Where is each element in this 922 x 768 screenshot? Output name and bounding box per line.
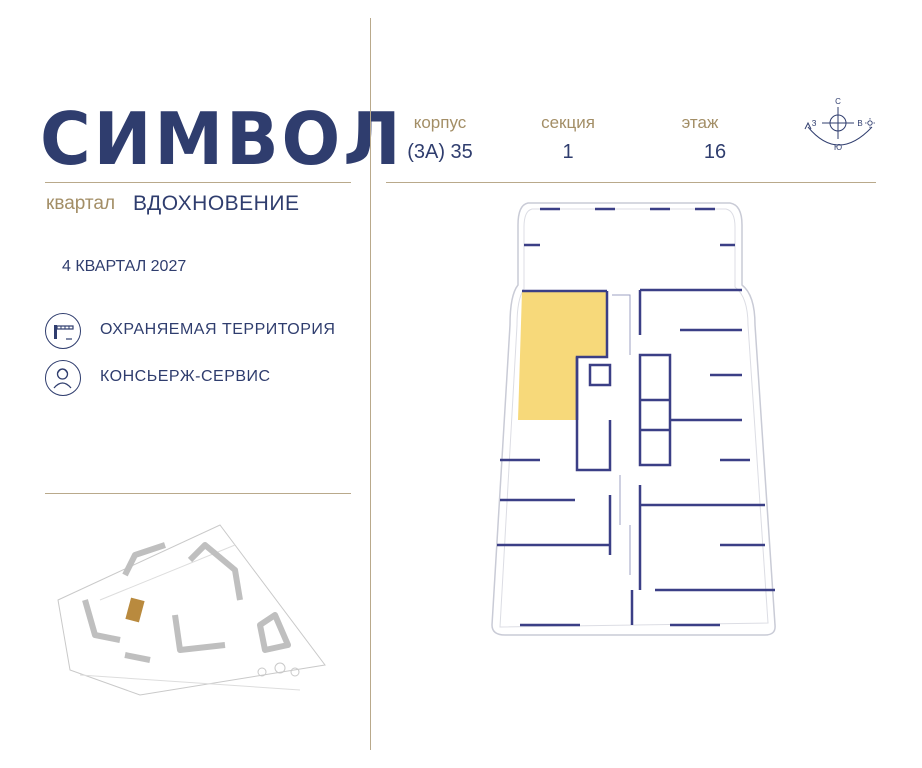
column-divider	[370, 18, 371, 750]
compass-east: В	[857, 119, 862, 128]
building-marker	[125, 597, 145, 623]
site-map	[57, 524, 326, 696]
concierge-icon	[45, 360, 81, 396]
korpus-value: (3А) 35	[407, 141, 473, 163]
barrier-icon	[45, 313, 81, 349]
divider-top	[45, 182, 351, 183]
feature-concierge-label: КОНСЬЕРЖ-СЕРВИС	[100, 368, 271, 385]
apartment-highlight	[518, 291, 607, 420]
floor-value: 16	[703, 141, 727, 163]
compass-west: З	[812, 119, 817, 128]
completion-date: 4 КВАРТАЛ 2027	[62, 258, 187, 275]
header-divider	[386, 182, 876, 183]
compass-icon: С Ю З В	[804, 97, 875, 152]
compass-north: С	[835, 97, 841, 106]
compass-south: Ю	[834, 143, 842, 152]
divider-bottom	[45, 493, 351, 494]
brand-logo: СИМВОЛ	[40, 97, 404, 181]
section-value: 1	[562, 141, 574, 163]
floor-plan	[491, 202, 776, 636]
section-label: секция	[541, 113, 595, 132]
quarter-name: ВДОХНОВЕНИЕ	[133, 192, 300, 215]
korpus-label: корпус	[413, 113, 467, 132]
feature-security-label: ОХРАНЯЕМАЯ ТЕРРИТОРИЯ	[100, 321, 336, 338]
quarter-label: квартал	[46, 193, 116, 214]
floor-label: этаж	[681, 113, 719, 132]
